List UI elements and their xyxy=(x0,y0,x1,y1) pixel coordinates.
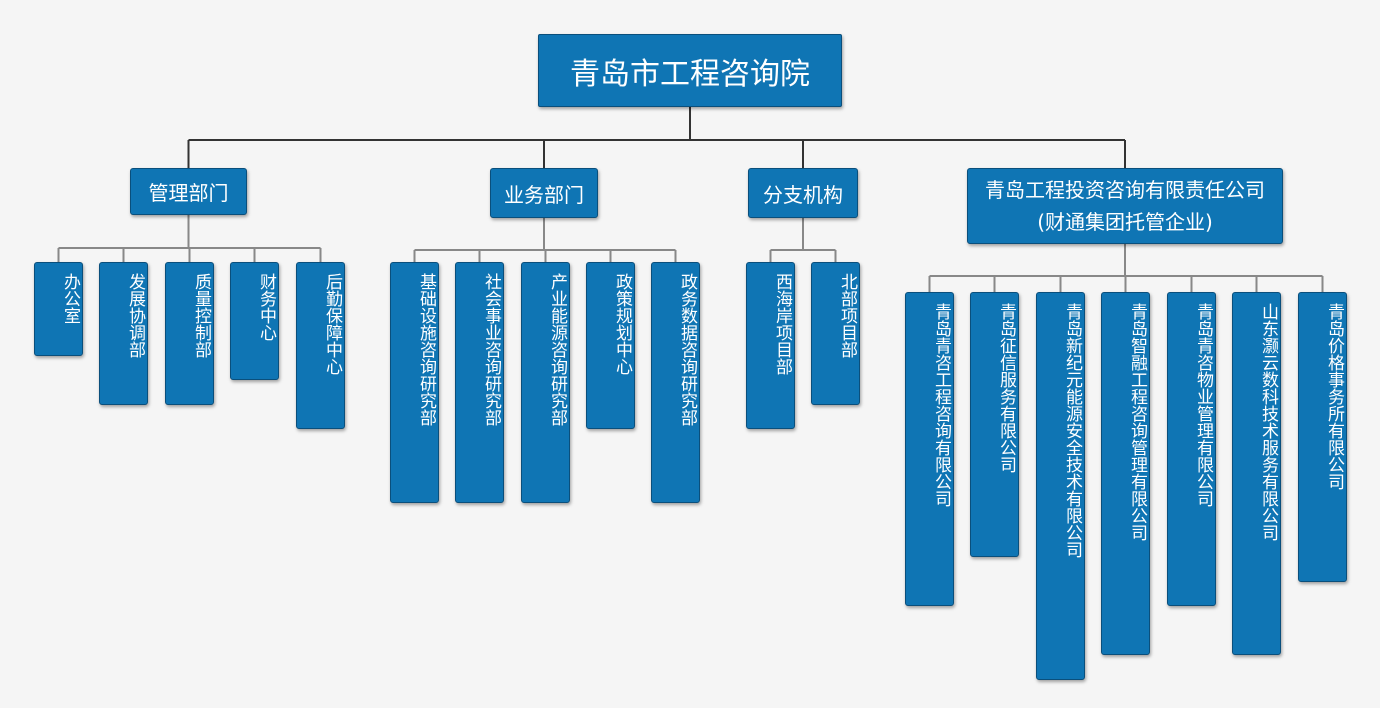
child-node: 北部项目部 xyxy=(811,262,860,405)
child-node: 质量控制部 xyxy=(165,262,214,405)
child-node: 青岛征信服务有限公司 xyxy=(970,292,1019,557)
root-node: 青岛市工程咨询院 xyxy=(538,34,842,107)
group-node-branches: 分支机构 xyxy=(748,168,858,218)
child-node: 产业能源咨询研究部 xyxy=(521,262,570,503)
child-node: 社会事业咨询研究部 xyxy=(455,262,504,503)
child-node: 办公室 xyxy=(34,262,83,356)
company-note: (财通集团托管企业) xyxy=(1037,210,1213,234)
child-node: 政策规划中心 xyxy=(586,262,635,429)
child-node: 青岛青咨物业管理有限公司 xyxy=(1167,292,1216,606)
child-node: 青岛价格事务所有限公司 xyxy=(1298,292,1347,582)
group-node-business: 业务部门 xyxy=(490,168,598,218)
child-node: 青岛新纪元能源安全技术有限公司 xyxy=(1036,292,1085,680)
group-node-company: 青岛工程投资咨询有限责任公司 (财通集团托管企业) xyxy=(967,168,1283,244)
child-node: 后勤保障中心 xyxy=(296,262,345,429)
child-node: 基础设施咨询研究部 xyxy=(390,262,439,503)
child-node: 青岛青咨工程咨询有限公司 xyxy=(905,292,954,606)
group-node-management: 管理部门 xyxy=(130,168,247,215)
child-node: 西海岸项目部 xyxy=(746,262,795,429)
child-node: 山东灏云数科技术服务有限公司 xyxy=(1232,292,1281,655)
child-node: 青岛智融工程咨询管理有限公司 xyxy=(1101,292,1150,655)
child-node: 财务中心 xyxy=(230,262,279,380)
child-node: 政务数据咨询研究部 xyxy=(651,262,700,503)
child-node: 发展协调部 xyxy=(99,262,148,405)
company-name: 青岛工程投资咨询有限责任公司 xyxy=(985,178,1265,202)
